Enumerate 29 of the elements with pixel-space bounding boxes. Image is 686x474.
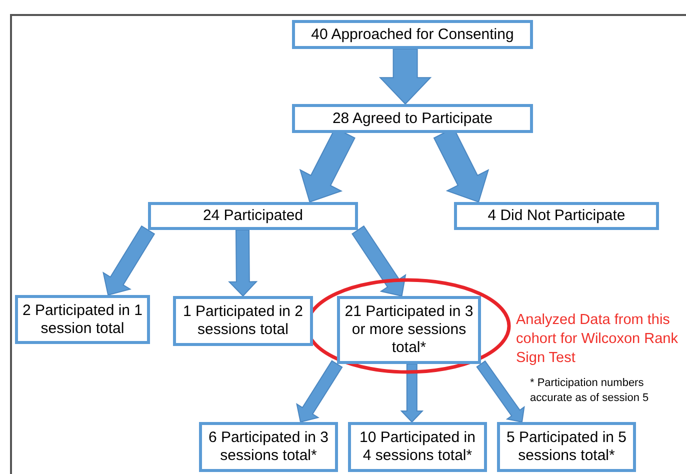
process-box: [173, 296, 313, 346]
box-text: 2 Participated in 1 session total: [22, 302, 143, 338]
box-text: 24 Participated: [202, 207, 304, 225]
block-arrow: [400, 364, 424, 423]
box-text: 4 Did Not Participate: [488, 207, 626, 225]
process-box: [199, 422, 338, 472]
process-box: [497, 422, 636, 472]
block-arrow: [476, 360, 525, 423]
box-text: 5 Participated in 5 sessions total*: [505, 429, 628, 465]
box-text: 28 Agreed to Participate: [332, 110, 493, 128]
footnote-text: * Participation numbers accurate as of session 5: [530, 376, 650, 406]
process-box: [15, 295, 150, 344]
process-box: [292, 104, 533, 133]
block-arrow: [296, 360, 343, 423]
box-text: 6 Participated in 3 sessions total*: [207, 429, 330, 465]
box-text: 1 Participated in 2 sessions total: [182, 303, 304, 339]
process-box: [348, 422, 487, 472]
annotation-text: Analyzed Data from this cohort for Wilcoxon Rank Sign Test: [516, 311, 679, 368]
block-arrow: [228, 230, 258, 297]
box-text: 40 Approached for Consenting: [311, 26, 514, 44]
block-arrow: [352, 225, 406, 297]
box-text: 21 Participated in 3 or more sessions total*: [344, 303, 474, 357]
process-box: [337, 296, 481, 364]
box-text: 10 Participated in 4 sessions total*: [358, 429, 476, 465]
process-box: [292, 20, 533, 49]
process-box: [454, 202, 659, 230]
block-arrow: [102, 225, 156, 296]
process-box: [148, 202, 358, 230]
block-arrow: [378, 48, 432, 105]
